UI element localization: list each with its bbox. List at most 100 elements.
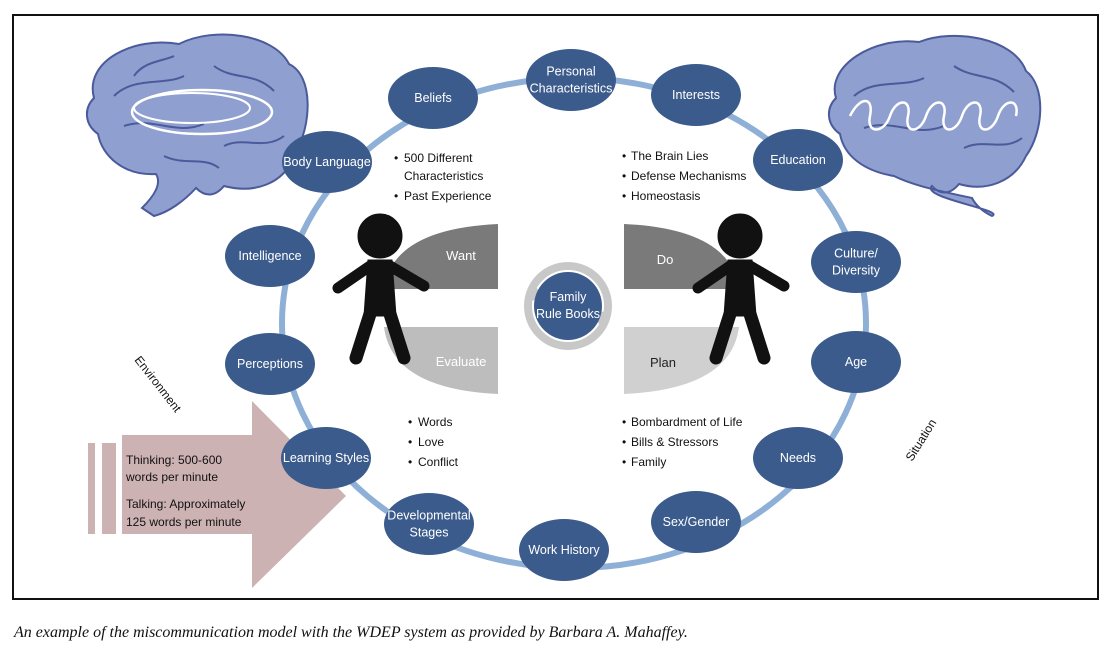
ring-node-education: Education (753, 129, 843, 191)
bullet-item: The Brain Lies (631, 149, 708, 163)
ring-node-shape (519, 519, 609, 581)
center-line-2: Rule Books (536, 307, 600, 321)
svg-text:•: • (394, 151, 398, 165)
bullets-bottom-left: • Words • Love • Conflict (408, 415, 459, 469)
family-rule-books-node (534, 272, 602, 340)
svg-text:•: • (622, 455, 626, 469)
bullets-top-left: • 500 Different Characteristics • Past E… (394, 151, 492, 203)
bullet-item: Past Experience (404, 189, 492, 203)
plan-block (624, 327, 739, 394)
ring-node-label: Beliefs (414, 91, 452, 105)
do-block (624, 224, 739, 289)
ring-node-shape (526, 49, 616, 111)
ring-node-beliefs: Beliefs (388, 67, 478, 129)
arrow-talking-line-1: Talking: Approximately (126, 497, 245, 511)
ring-node-shape (753, 427, 843, 489)
svg-text:•: • (622, 415, 626, 429)
diagram-frame: Thinking: 500-600 words per minute Talki… (12, 14, 1099, 600)
svg-text:•: • (408, 455, 412, 469)
figure-caption: An example of the miscommunication model… (14, 624, 688, 641)
ring-node-label: Intelligence (238, 249, 301, 263)
do-label: Do (657, 252, 674, 267)
center-line-1: Family (550, 290, 588, 304)
ring-node-label: Interests (672, 88, 720, 102)
ring-node-label: Age (845, 355, 867, 369)
ring-node-body: Body Language (282, 131, 372, 193)
communication-arrow: Thinking: 500-600 words per minute Talki… (88, 401, 346, 588)
bullet-item: Homeostasis (631, 189, 700, 203)
family-rule-books-cycle: Family Rule Books (524, 262, 612, 350)
ring-node-shape (281, 427, 371, 489)
ring-node-perceptions: Perceptions (225, 333, 315, 395)
want-evaluate-block: Want Evaluate (384, 224, 498, 394)
ring-node-label: Culture/ (834, 247, 878, 261)
arrow-stripe-1 (88, 443, 95, 534)
bullets-top-right: • The Brain Lies • Defense Mechanisms • … (622, 149, 746, 203)
ring-node-label: Personal (546, 65, 595, 79)
bullet-item: Bills & Stressors (631, 435, 718, 449)
ring-node-label: Needs (780, 451, 816, 465)
bullet-item: Defense Mechanisms (631, 169, 746, 183)
ring-node-work: Work History (519, 519, 609, 581)
right-person-figure (692, 213, 790, 365)
bullets-bottom-right: • Bombardment of Life • Bills & Stressor… (622, 415, 743, 469)
ring-node-label: Stages (410, 526, 449, 540)
ring-node-needs: Needs (753, 427, 843, 489)
ring-node-label: Body Language (283, 155, 371, 169)
ring-node-shape (282, 131, 372, 193)
ring-node-interests: Interests (651, 64, 741, 126)
ring-node-label: Work History (528, 543, 600, 557)
bullet-item: Conflict (418, 455, 459, 469)
svg-text:•: • (394, 189, 398, 203)
ring-node-shape (225, 225, 315, 287)
ring-node-label: Sex/Gender (663, 515, 730, 529)
ring-node-shape (651, 491, 741, 553)
ring-node-label: Developmental (387, 509, 470, 523)
arrow-thinking-line-1: Thinking: 500-600 (126, 453, 222, 467)
svg-text:•: • (408, 415, 412, 429)
right-brain-icon (828, 34, 1042, 218)
ring-node-shape (384, 493, 474, 555)
left-brain-icon (86, 33, 309, 218)
svg-text:•: • (408, 435, 412, 449)
ring-node-label: Education (770, 153, 826, 167)
ring-node-shape (388, 67, 478, 129)
bullet-item: Love (418, 435, 444, 449)
bullet-item: 500 Different (404, 151, 473, 165)
miscommunication-diagram: Thinking: 500-600 words per minute Talki… (86, 33, 1042, 588)
ring-node-learning: Learning Styles (281, 427, 371, 489)
ring-node-label: Characteristics (530, 82, 613, 96)
ring-node-label: Learning Styles (283, 451, 369, 465)
svg-text:•: • (622, 149, 626, 163)
bullet-item: Words (418, 415, 452, 429)
ring-node-sex: Sex/Gender (651, 491, 741, 553)
svg-text:•: • (622, 169, 626, 183)
ring-node-shape (753, 129, 843, 191)
ring-node-age: Age (811, 331, 901, 393)
want-block (384, 224, 498, 289)
ring-node-culture: Culture/Diversity (811, 231, 901, 293)
evaluate-label: Evaluate (436, 354, 487, 369)
ring-node-label: Perceptions (237, 357, 303, 371)
ring-node-intelligence: Intelligence (225, 225, 315, 287)
environment-label: Environment (132, 353, 185, 415)
ring-node-shape (811, 231, 901, 293)
plan-label: Plan (650, 355, 676, 370)
arrow-talking-line-2: 125 words per minute (126, 515, 242, 529)
ring-node-shape (225, 333, 315, 395)
situation-label: Situation (903, 417, 940, 464)
left-person-figure (332, 213, 430, 365)
want-label: Want (446, 248, 476, 263)
ring-node-label: Diversity (832, 264, 881, 278)
svg-text:•: • (622, 435, 626, 449)
arrow-thinking-line-2: words per minute (125, 470, 218, 484)
bullet-item: Family (631, 455, 666, 469)
do-plan-block: Do Plan (624, 224, 739, 394)
bullet-item: Bombardment of Life (631, 415, 743, 429)
svg-text:•: • (622, 189, 626, 203)
arrow-stripe-2 (102, 443, 116, 534)
bullet-item: Characteristics (404, 169, 483, 183)
